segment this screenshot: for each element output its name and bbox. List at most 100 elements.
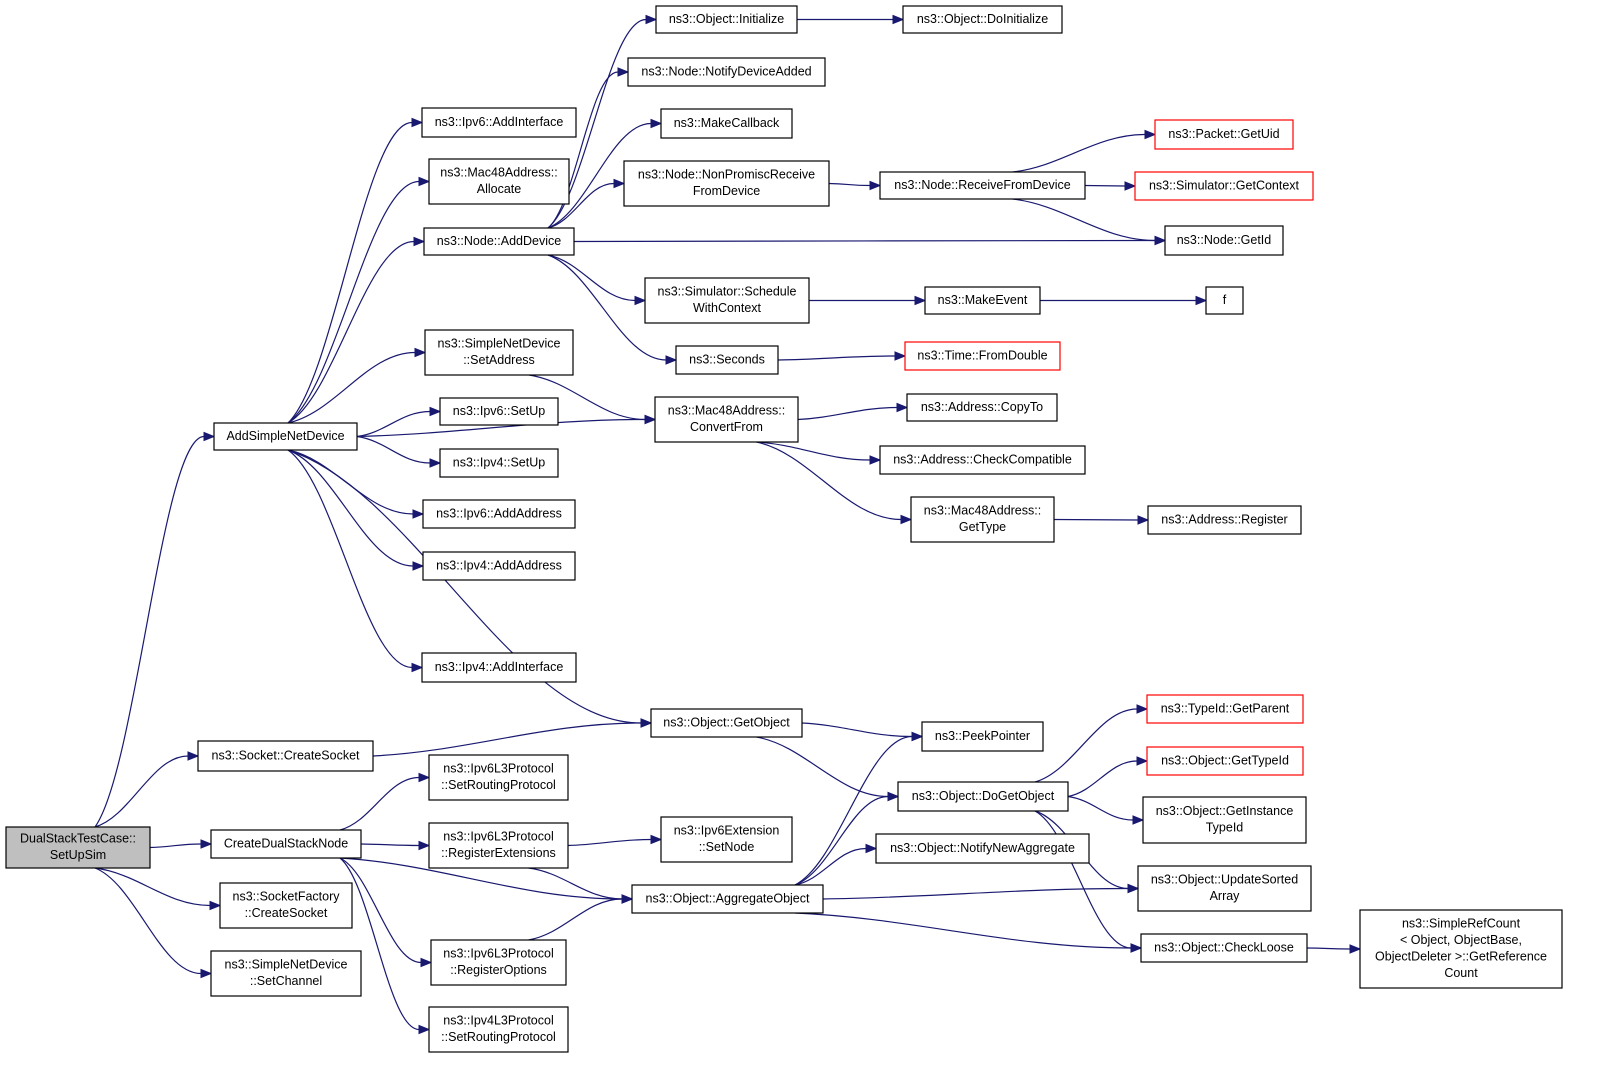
- node-box-seconds[interactable]: [675, 345, 779, 375]
- node-box-ipv4addif[interactable]: [421, 652, 577, 683]
- node-box-ipv6l3regext[interactable]: [428, 822, 569, 869]
- node-box-createsocket[interactable]: [197, 740, 374, 772]
- node-ipv6addaddr[interactable]: ns3::Ipv6::AddAddress: [422, 499, 576, 529]
- node-nodeadddev[interactable]: ns3::Node::AddDevice: [423, 227, 575, 256]
- node-ipv6extsetnode[interactable]: ns3::Ipv6Extension::SetNode: [660, 816, 793, 863]
- node-sndsetaddr[interactable]: ns3::SimpleNetDevice::SetAddress: [424, 329, 574, 376]
- node-box-aggregate[interactable]: [631, 884, 824, 914]
- node-box-sfcreate[interactable]: [219, 882, 353, 929]
- node-box-macgettype[interactable]: [910, 496, 1055, 543]
- node-box-nodegetid[interactable]: [1164, 225, 1284, 256]
- node-getcontext[interactable]: ns3::Simulator::GetContext: [1134, 171, 1314, 201]
- node-box-copyto[interactable]: [906, 393, 1058, 422]
- node-box-nonpromisc[interactable]: [623, 160, 830, 207]
- node-addsimple[interactable]: AddSimpleNetDevice: [213, 422, 358, 451]
- node-box-getparent[interactable]: [1146, 694, 1304, 724]
- node-box-ipv4setup[interactable]: [439, 448, 559, 478]
- node-box-ipv6setup[interactable]: [439, 397, 559, 426]
- node-ipv6addif[interactable]: ns3::Ipv6::AddInterface: [421, 107, 577, 138]
- node-nodegetid[interactable]: ns3::Node::GetId: [1164, 225, 1284, 256]
- node-box-getcontext[interactable]: [1134, 171, 1314, 201]
- node-box-checkloose[interactable]: [1140, 933, 1308, 963]
- node-makecb[interactable]: ns3::MakeCallback: [660, 108, 793, 139]
- node-box-peekptr[interactable]: [921, 721, 1044, 752]
- node-seconds[interactable]: ns3::Seconds: [675, 345, 779, 375]
- node-macalloc[interactable]: ns3::Mac48Address::Allocate: [428, 158, 570, 205]
- node-box-ipv6addaddr[interactable]: [422, 499, 576, 529]
- node-getparent[interactable]: ns3::TypeId::GetParent: [1146, 694, 1304, 724]
- node-root[interactable]: DualStackTestCase::SetUpSim: [5, 826, 151, 869]
- node-ipv4addif[interactable]: ns3::Ipv4::AddInterface: [421, 652, 577, 683]
- node-doinit[interactable]: ns3::Object::DoInitialize: [902, 5, 1063, 34]
- node-aggregate[interactable]: ns3::Object::AggregateObject: [631, 884, 824, 914]
- node-box-checkcompat[interactable]: [879, 445, 1086, 475]
- node-ipv6setup[interactable]: ns3::Ipv6::SetUp: [439, 397, 559, 426]
- node-checkcompat[interactable]: ns3::Address::CheckCompatible: [879, 445, 1086, 475]
- node-f[interactable]: f: [1205, 286, 1244, 315]
- node-box-dogetobj[interactable]: [897, 781, 1069, 812]
- node-macgettype[interactable]: ns3::Mac48Address::GetType: [910, 496, 1055, 543]
- node-objinit[interactable]: ns3::Object::Initialize: [655, 5, 798, 34]
- node-box-makeevent[interactable]: [924, 286, 1041, 315]
- node-box-ipv6extsetnode[interactable]: [660, 816, 793, 863]
- node-box-refcount[interactable]: [1359, 909, 1563, 989]
- node-notifydev[interactable]: ns3::Node::NotifyDeviceAdded: [627, 57, 826, 87]
- node-addrreg[interactable]: ns3::Address::Register: [1147, 505, 1302, 535]
- node-notifyagg[interactable]: ns3::Object::NotifyNewAggregate: [875, 833, 1090, 864]
- node-sfcreate[interactable]: ns3::SocketFactory::CreateSocket: [219, 882, 353, 929]
- node-box-createdual[interactable]: [210, 829, 362, 859]
- node-box-f[interactable]: [1205, 286, 1244, 315]
- node-createdual[interactable]: CreateDualStackNode: [210, 829, 362, 859]
- node-box-macconv[interactable]: [654, 396, 799, 443]
- node-box-ipv6l3setrp[interactable]: [428, 754, 569, 801]
- node-ipv6l3regext[interactable]: ns3::Ipv6L3Protocol::RegisterExtensions: [428, 822, 569, 869]
- node-box-ipv6l3regopt[interactable]: [430, 939, 567, 986]
- node-box-sndsetaddr[interactable]: [424, 329, 574, 376]
- node-macconv[interactable]: ns3::Mac48Address::ConvertFrom: [654, 396, 799, 443]
- node-makeevent[interactable]: ns3::MakeEvent: [924, 286, 1041, 315]
- node-box-setchannel[interactable]: [210, 950, 362, 997]
- node-copyto[interactable]: ns3::Address::CopyTo: [906, 393, 1058, 422]
- node-checkloose[interactable]: ns3::Object::CheckLoose: [1140, 933, 1308, 963]
- node-getobject[interactable]: ns3::Object::GetObject: [650, 708, 803, 738]
- node-createsocket[interactable]: ns3::Socket::CreateSocket: [197, 740, 374, 772]
- node-box-addrreg[interactable]: [1147, 505, 1302, 535]
- node-ipv4l3setrp[interactable]: ns3::Ipv4L3Protocol::SetRoutingProtocol: [428, 1006, 569, 1053]
- node-box-fromdouble[interactable]: [904, 341, 1061, 371]
- node-ipv4setup[interactable]: ns3::Ipv4::SetUp: [439, 448, 559, 478]
- node-box-makecb[interactable]: [660, 108, 793, 139]
- node-refcount[interactable]: ns3::SimpleRefCount< Object, ObjectBase,…: [1359, 909, 1563, 989]
- node-peekptr[interactable]: ns3::PeekPointer: [921, 721, 1044, 752]
- node-box-doinit[interactable]: [902, 5, 1063, 34]
- node-recvfromdev[interactable]: ns3::Node::ReceiveFromDevice: [879, 171, 1086, 200]
- node-box-addsimple[interactable]: [213, 422, 358, 451]
- node-ipv6l3regopt[interactable]: ns3::Ipv6L3Protocol::RegisterOptions: [430, 939, 567, 986]
- node-box-updsorted[interactable]: [1137, 865, 1312, 912]
- node-box-getobject[interactable]: [650, 708, 803, 738]
- node-gettypeid[interactable]: ns3::Object::GetTypeId: [1146, 746, 1304, 776]
- node-box-getinsttid[interactable]: [1142, 796, 1307, 844]
- node-dogetobj[interactable]: ns3::Object::DoGetObject: [897, 781, 1069, 812]
- node-box-notifyagg[interactable]: [875, 833, 1090, 864]
- node-box-macalloc[interactable]: [428, 158, 570, 205]
- node-box-root[interactable]: [5, 826, 151, 869]
- node-box-getuid[interactable]: [1154, 119, 1294, 150]
- node-box-ipv6addif[interactable]: [421, 107, 577, 138]
- node-ipv6l3setrp[interactable]: ns3::Ipv6L3Protocol::SetRoutingProtocol: [428, 754, 569, 801]
- node-getuid[interactable]: ns3::Packet::GetUid: [1154, 119, 1294, 150]
- node-setchannel[interactable]: ns3::SimpleNetDevice::SetChannel: [210, 950, 362, 997]
- node-box-objinit[interactable]: [655, 5, 798, 34]
- node-box-ipv4addaddr[interactable]: [422, 551, 576, 581]
- node-ipv4addaddr[interactable]: ns3::Ipv4::AddAddress: [422, 551, 576, 581]
- node-box-schedctx[interactable]: [644, 277, 810, 324]
- node-box-recvfromdev[interactable]: [879, 171, 1086, 200]
- node-fromdouble[interactable]: ns3::Time::FromDouble: [904, 341, 1061, 371]
- node-box-nodeadddev[interactable]: [423, 227, 575, 256]
- node-box-gettypeid[interactable]: [1146, 746, 1304, 776]
- node-box-ipv4l3setrp[interactable]: [428, 1006, 569, 1053]
- node-box-notifydev[interactable]: [627, 57, 826, 87]
